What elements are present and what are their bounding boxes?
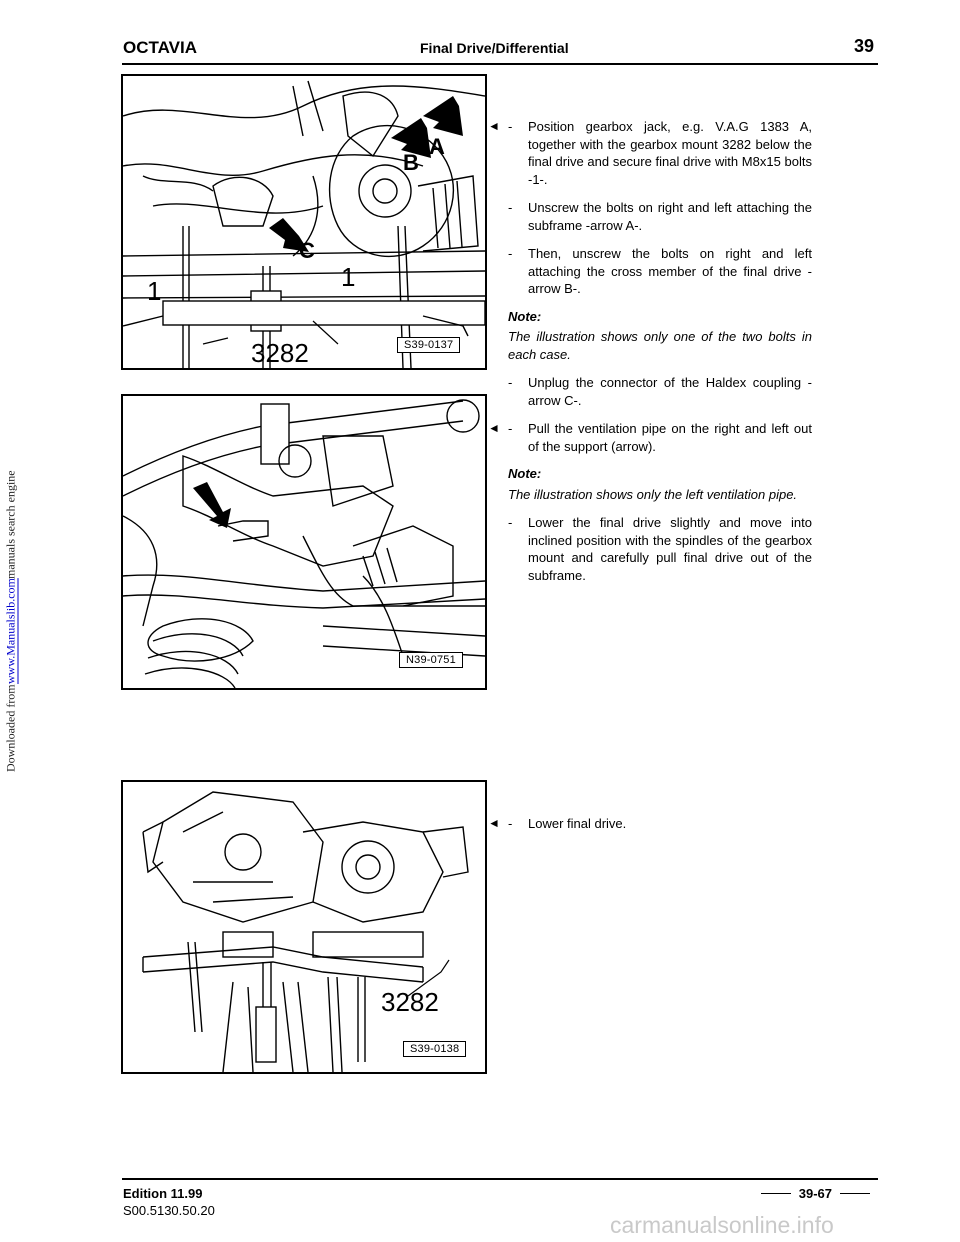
figure-subframe-bolts: A B C 1 1 3282 S39-0137 — [121, 74, 487, 370]
footer-page-text: 39-67 — [798, 1186, 832, 1201]
figure-pointer-icon: ◄ — [488, 421, 500, 435]
instructions-block-1: ◄ - Position gearbox jack, e.g. V.A.G 13… — [488, 118, 812, 584]
step-dash: - — [508, 119, 513, 134]
step-dash: - — [508, 816, 513, 831]
step-dash: - — [508, 246, 513, 261]
figure-pointer-icon: ◄ — [488, 119, 500, 133]
step-text: Lower final drive. — [528, 816, 627, 831]
manualslib-link[interactable]: www.Manualslib.com — [3, 578, 18, 685]
step-text: Unplug the connector of the Haldex coupl… — [528, 375, 812, 408]
download-suffix: manuals search engine — [3, 469, 18, 579]
note-text: The illustration shows only one of the t… — [508, 329, 812, 362]
footer-page-line-left — [760, 1193, 791, 1194]
figure1-label-tool: 3282 — [251, 338, 309, 368]
instructions-block-2: ◄ - Lower final drive. — [488, 815, 812, 833]
figure1-label-1-right: 1 — [341, 262, 356, 292]
figure1-label-a: A — [429, 134, 445, 159]
step-lower-and-incline: - Lower the final drive slightly and mov… — [508, 514, 812, 584]
note-text: The illustration shows only the left ven… — [508, 486, 798, 502]
step-dash: - — [508, 200, 513, 215]
step-dash: - — [508, 375, 513, 390]
footer-page-line-right — [840, 1193, 870, 1194]
figure-subframe-bolts-drawing — [123, 80, 485, 368]
download-notice: Downloaded from www.Manualslib.com manua… — [2, 0, 20, 1242]
step-text: Position gearbox jack, e.g. V.A.G 1383 A… — [528, 119, 812, 187]
watermark: carmanualsonline.info — [610, 1212, 834, 1238]
step-text: Then, unscrew the bolts on right and lef… — [528, 246, 812, 296]
step-text: Lower the final drive slightly and move … — [528, 515, 812, 583]
footer-edition: Edition 11.99 — [123, 1186, 203, 1201]
step-unscrew-cross-member: - Then, unscrew the bolts on right and l… — [508, 245, 812, 298]
step-text: Unscrew the bolts on right and left atta… — [528, 200, 812, 233]
note-heading: Note: — [508, 308, 542, 324]
figure3-label-tool: 3282 — [381, 987, 439, 1017]
header-rule — [122, 63, 878, 65]
header-brand: OCTAVIA — [123, 38, 197, 57]
figure1-label-1-left: 1 — [147, 276, 162, 306]
header-title: Final Drive/Differential — [420, 40, 569, 56]
step-lower-final-drive: ◄ - Lower final drive. — [488, 815, 812, 833]
download-prefix: Downloaded from — [3, 684, 18, 773]
footer-page-number: 39-67 — [753, 1186, 878, 1201]
figure-lowered-final-drive: 3282 S39-0138 — [121, 780, 487, 1074]
step-text: Pull the ventilation pipe on the right a… — [528, 421, 812, 454]
figure1-label-c: C — [299, 238, 315, 263]
step-position-jack: ◄ - Position gearbox jack, e.g. V.A.G 13… — [488, 118, 812, 188]
step-unplug-haldex: - Unplug the connector of the Haldex cou… — [508, 374, 812, 409]
figure3-code: S39-0138 — [403, 1041, 467, 1057]
figure2-code: N39-0751 — [399, 652, 463, 668]
step-dash: - — [508, 515, 513, 530]
header-page-number: 39 — [853, 36, 874, 56]
figure1-label-b: B — [403, 150, 419, 175]
figure-pointer-icon: ◄ — [488, 816, 500, 830]
figure1-code: S39-0137 — [397, 337, 461, 353]
figure-ventilation-pipe: N39-0751 — [121, 394, 487, 690]
figure-ventilation-pipe-drawing — [123, 399, 485, 688]
figure-lowered-final-drive-drawing — [142, 791, 469, 1072]
note-heading: Note: — [508, 466, 542, 481]
step-pull-ventilation-pipe: ◄ - Pull the ventilation pipe on the rig… — [488, 420, 812, 455]
footer-document-code: S00.5130.50.20 — [123, 1203, 215, 1218]
step-unscrew-subframe: - Unscrew the bolts on right and left at… — [508, 199, 812, 234]
footer-rule — [122, 1178, 878, 1180]
step-dash: - — [508, 421, 513, 436]
